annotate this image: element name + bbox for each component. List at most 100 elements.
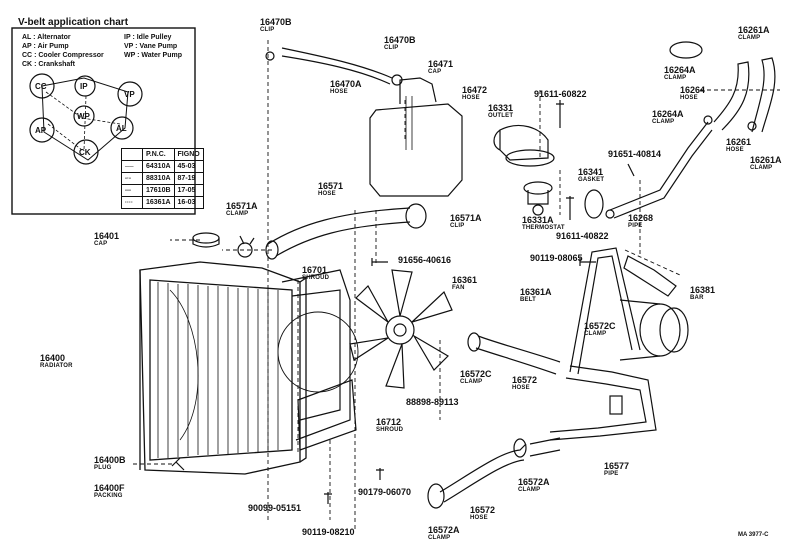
pulley-ip [74,75,96,97]
water-pump-pulley-drawing [619,299,689,361]
line-pattern: ── [121,160,143,173]
line-pattern: -·- [121,172,143,185]
shroud-upper-drawing [277,269,359,441]
cell-fig: 17-05 [173,184,204,197]
callout-91611-60822: 91611-60822 [534,89,587,99]
legend-item: AP : Air Pump [22,43,69,50]
table-row: --- 17610B 17-05 [121,184,204,197]
lower-hose-mid-drawing [467,332,561,375]
legend-item: VP : Vane Pump [124,43,178,50]
cell-fig: 45-03 [173,160,204,173]
legend-item: WP : Water Pump [124,52,182,59]
pulley-label: CC [35,82,47,91]
pulley-label: VP [124,90,135,99]
pulley-label: AL [116,124,127,133]
pulley-label: CK [79,148,91,157]
cell-pnc: 17610B [142,184,175,197]
pulley-al [110,116,134,140]
cell-pnc: 16361A [142,196,175,209]
col-header-pnc: P.N.C. [142,148,175,161]
callout-90119-08065: 90119-08065 [530,253,583,263]
cell-fig: 87-19 [173,172,204,185]
belt-routing-diagram [29,73,143,165]
drawing-reference-number: MA 3977-C [738,532,769,538]
shroud-lower-drawing [297,379,357,451]
callout-88898-89113: 88898-89113 [406,397,459,407]
line-pattern: --- [121,184,143,197]
vbelt-drawing [569,247,641,375]
lower-hose-low-drawing [427,437,561,509]
table-row: ── 64310A 45-03 [121,160,204,173]
water-outlet-drawing [493,125,555,167]
legend-item: CK : Crankshaft [22,61,75,68]
callout-91651-40814: 91651-40814 [608,149,662,159]
line-pattern: ···· [121,196,143,209]
cell-pnc: 64310A [142,160,175,173]
callout-90119-08210: 90119-08210 [302,527,355,537]
pulley-vp [117,81,143,107]
vbelt-chart-frame [11,27,196,215]
water-pipe-drawing [549,365,657,441]
pulley-wp [73,105,95,127]
table-row: -·- 88310A 87-19 [121,172,204,185]
cell-pnc: 88310A [142,172,175,185]
overflow-hose-drawing [265,47,403,86]
radiator-drawing [139,261,307,475]
pulley-label: AP [35,126,47,135]
col-header-figno: FIGNO [173,148,204,161]
callout-90179-06070: 90179-06070 [358,487,412,497]
pulley-ck [73,139,99,165]
pulley-ap [29,117,55,143]
legend-item: CC : Cooler Compressor [22,52,104,59]
callout-91611-40822: 91611-40822 [556,231,609,241]
legend-item: AL : Alternator [22,34,71,41]
heater-pipe-drawing [605,121,713,219]
pulley-label: IP [80,82,88,91]
gasket-drawing [584,189,604,219]
bolts-drawing [171,100,635,504]
radiator-cap-drawing [192,232,220,248]
pulley-cc [29,73,55,99]
thermostat-drawing [523,181,553,216]
hose-clamp-left-drawing [237,235,255,258]
callout-91656-40616: 91656-40616 [398,255,452,265]
legend-item: IP : Idle Pulley [124,34,172,41]
callout-90099-05151: 90099-05151 [248,503,302,513]
cooling-fan-drawing [349,269,453,389]
pulley-label: WP [77,112,90,121]
cell-fig: 16-03 [173,196,204,209]
reservoir-tank-drawing [369,77,463,197]
table-header-row: P.N.C. FIGNO [121,148,204,161]
